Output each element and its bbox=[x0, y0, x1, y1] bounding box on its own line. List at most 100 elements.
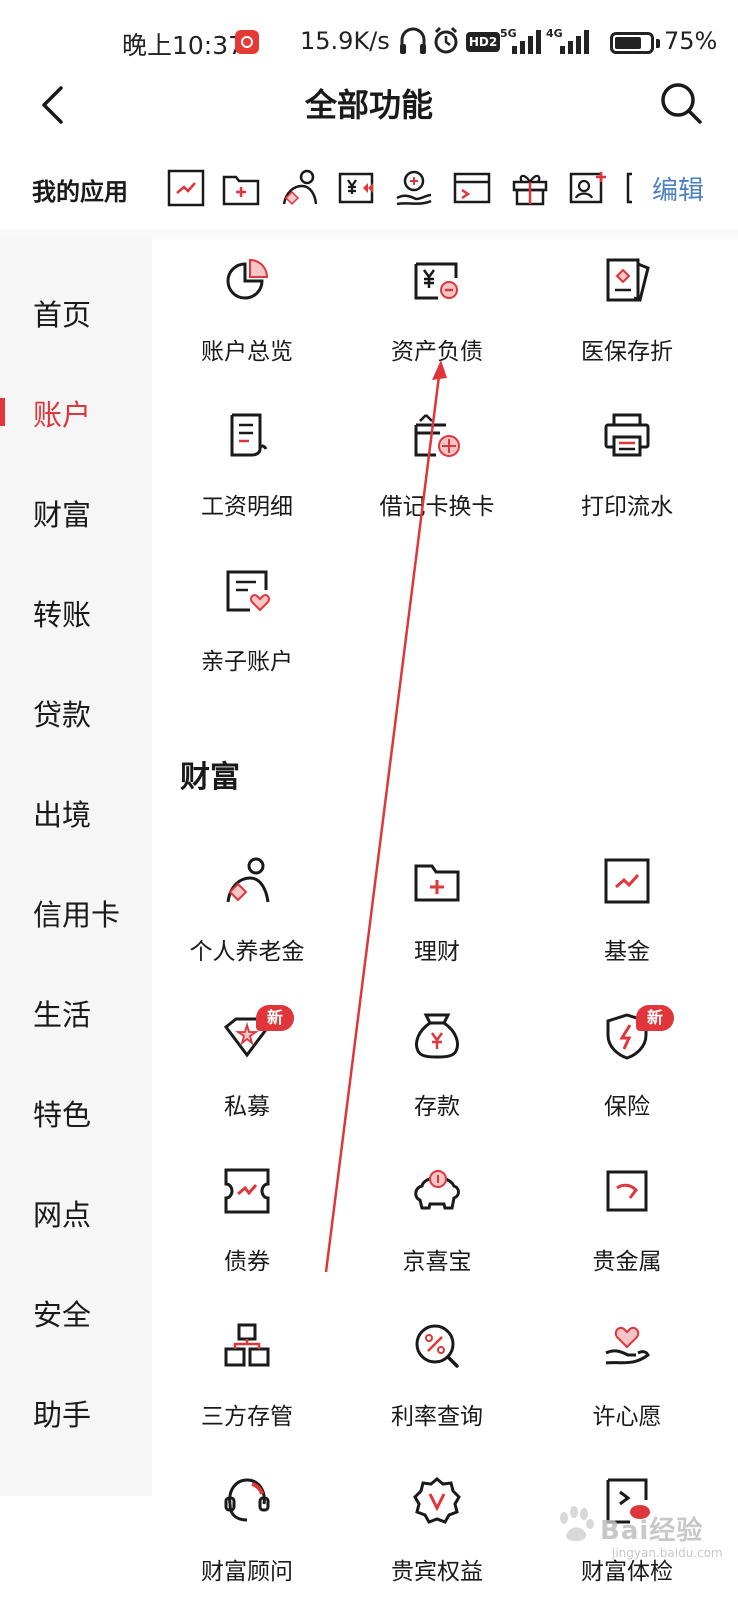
sidebar-item-account[interactable]: 账户 bbox=[0, 372, 152, 452]
wealth-checkup-icon bbox=[606, 1478, 650, 1524]
grid-item-rate-inquiry[interactable]: 利率查询 bbox=[342, 1301, 532, 1441]
new-badge: 新 bbox=[256, 1005, 294, 1031]
sidebar-item-branch[interactable]: 网点 bbox=[0, 1172, 152, 1252]
sidebar-item-security[interactable]: 安全 bbox=[0, 1272, 152, 1352]
grid-item-label: 保险 bbox=[604, 1094, 650, 1120]
custody-blocks-icon bbox=[224, 1323, 270, 1367]
grid-item-fund[interactable]: 基金 bbox=[532, 836, 722, 976]
wish-heart-hand-icon bbox=[605, 1326, 650, 1365]
grid-item-label: 个人养老金 bbox=[189, 939, 305, 965]
money-bag-icon bbox=[415, 1013, 459, 1059]
grid-item-wealth-advisor[interactable]: 财富顾问 bbox=[152, 1456, 342, 1596]
sidebar-item-label: 贷款 bbox=[33, 698, 92, 732]
battery-cap bbox=[656, 39, 660, 48]
sidebar-item-assistant[interactable]: 助手 bbox=[0, 1372, 152, 1452]
search-icon[interactable] bbox=[658, 80, 704, 126]
network-5g-label: 5G bbox=[500, 27, 517, 40]
notification-app-icon bbox=[235, 30, 259, 54]
sidebar-item-label: 首页 bbox=[33, 298, 92, 332]
grid-item-family-account[interactable]: 亲子账户 bbox=[152, 546, 342, 686]
sidebar-item-home[interactable]: 首页 bbox=[0, 272, 152, 352]
sidebar-item-life[interactable]: 生活 bbox=[0, 972, 152, 1052]
grid-item-precious-metals[interactable]: 贵金属 bbox=[532, 1146, 722, 1286]
grid-item-label: 账户总览 bbox=[201, 339, 293, 365]
sidebar-item-label: 安全 bbox=[33, 1298, 92, 1332]
grid-item-label: 工资明细 bbox=[201, 494, 293, 520]
my-app-deposit-hand-icon[interactable] bbox=[394, 168, 434, 208]
family-heart-icon bbox=[226, 570, 271, 612]
grid-item-label: 基金 bbox=[604, 939, 650, 965]
sidebar-item-overseas[interactable]: 出境 bbox=[0, 772, 152, 852]
battery-percent: 75% bbox=[664, 27, 718, 55]
grid-item-debit-card-replace[interactable]: 借记卡换卡 bbox=[342, 391, 532, 531]
wealth-folder-icon bbox=[414, 864, 460, 902]
grid-item-salary-detail[interactable]: 工资明细 bbox=[152, 391, 342, 531]
grid-item-medical-passbook[interactable]: 医保存折 bbox=[532, 236, 722, 376]
sidebar-item-credit-card[interactable]: 信用卡 bbox=[0, 872, 152, 952]
signal-5g-icon bbox=[512, 30, 541, 54]
grid-item-label: 亲子账户 bbox=[201, 649, 293, 675]
sidebar-item-transfer[interactable]: 转账 bbox=[0, 572, 152, 652]
my-apps-bar: 我的应用 编辑 bbox=[0, 156, 738, 222]
sidebar-item-label: 出境 bbox=[33, 798, 92, 832]
grid-item-print-statement[interactable]: 打印流水 bbox=[532, 391, 722, 531]
back-arrow-icon[interactable] bbox=[34, 82, 74, 128]
my-app-pension-person-icon[interactable] bbox=[280, 168, 320, 208]
my-app-bond-yuan-icon[interactable] bbox=[337, 168, 377, 208]
section-divider bbox=[0, 230, 738, 242]
section-title-wealth: 财富 bbox=[180, 760, 240, 795]
grid-item-personal-pension[interactable]: 个人养老金 bbox=[152, 836, 342, 976]
grid-item-account-overview[interactable]: 账户总览 bbox=[152, 236, 342, 376]
baidu-paw-watermark-icon bbox=[560, 1506, 594, 1542]
grid-item-wealth-checkup[interactable]: 财富体检 bbox=[532, 1456, 722, 1596]
piggy-bank-icon bbox=[414, 1170, 460, 1210]
network-speed: 15.9K/s bbox=[300, 27, 390, 55]
hd-voice-badge: HD2 bbox=[466, 32, 500, 52]
my-app-partial-icon[interactable] bbox=[624, 168, 638, 208]
grid-item-label: 京喜宝 bbox=[402, 1249, 472, 1275]
my-app-card-icon[interactable] bbox=[452, 168, 492, 208]
my-app-wealth-folder-icon[interactable] bbox=[221, 168, 261, 208]
grid-item-label: 医保存折 bbox=[581, 339, 673, 365]
grid-item-assets-liabilities[interactable]: 资产负债 bbox=[342, 236, 532, 376]
grid-item-label: 许心愿 bbox=[592, 1404, 662, 1430]
grid-item-deposit[interactable]: 存款 bbox=[342, 991, 532, 1131]
my-app-fund-chart-icon[interactable] bbox=[166, 168, 206, 208]
grid-item-make-wish[interactable]: 许心愿 bbox=[532, 1301, 722, 1441]
grid-item-label: 资产负债 bbox=[391, 339, 483, 365]
grid-item-label: 打印流水 bbox=[581, 494, 673, 520]
battery-fill bbox=[615, 37, 641, 49]
sidebar-item-featured[interactable]: 特色 bbox=[0, 1072, 152, 1152]
my-apps-label: 我的应用 bbox=[32, 178, 128, 206]
bond-ticket-icon bbox=[224, 1168, 270, 1214]
grid-item-private-equity[interactable]: 新 私募 bbox=[152, 991, 342, 1131]
insurance-shield-icon bbox=[606, 1013, 648, 1060]
grid-item-jingxibao[interactable]: 京喜宝 bbox=[342, 1146, 532, 1286]
sidebar-item-label: 财富 bbox=[33, 498, 92, 532]
grid-item-wealth-management[interactable]: 理财 bbox=[342, 836, 532, 976]
my-app-gift-icon[interactable] bbox=[510, 168, 550, 208]
grid-item-insurance[interactable]: 新 保险 bbox=[532, 991, 722, 1131]
edit-apps-link[interactable]: 编辑 bbox=[652, 176, 705, 206]
grid-item-label: 财富顾问 bbox=[201, 1559, 293, 1585]
gold-bar-icon bbox=[606, 1170, 648, 1212]
grid-item-label: 贵金属 bbox=[592, 1249, 662, 1275]
grid-item-label: 理财 bbox=[414, 939, 460, 965]
my-app-add-contact-icon[interactable] bbox=[568, 168, 608, 208]
sidebar-item-label: 账户 bbox=[33, 398, 92, 432]
pie-chart-icon bbox=[226, 258, 269, 300]
grid-item-bonds[interactable]: 债券 bbox=[152, 1146, 342, 1286]
sidebar-item-loan[interactable]: 贷款 bbox=[0, 672, 152, 752]
page-title: 全部功能 bbox=[304, 86, 433, 124]
grid-item-label: 私募 bbox=[224, 1094, 270, 1120]
grid-item-vip-benefits[interactable]: 贵宾权益 bbox=[342, 1456, 532, 1596]
headphone-alarm-icons bbox=[400, 26, 458, 54]
fund-chart-icon bbox=[604, 858, 650, 904]
network-4g-label: 4G bbox=[546, 27, 563, 40]
grid-item-label: 三方存管 bbox=[201, 1404, 293, 1430]
sidebar-item-label: 特色 bbox=[33, 1098, 92, 1132]
grid-item-third-party-custody[interactable]: 三方存管 bbox=[152, 1301, 342, 1441]
sidebar-item-wealth[interactable]: 财富 bbox=[0, 472, 152, 552]
rate-search-icon bbox=[415, 1324, 459, 1368]
function-grid: 账户总览 资产负债 医保存折 工资明细 bbox=[152, 236, 738, 1600]
